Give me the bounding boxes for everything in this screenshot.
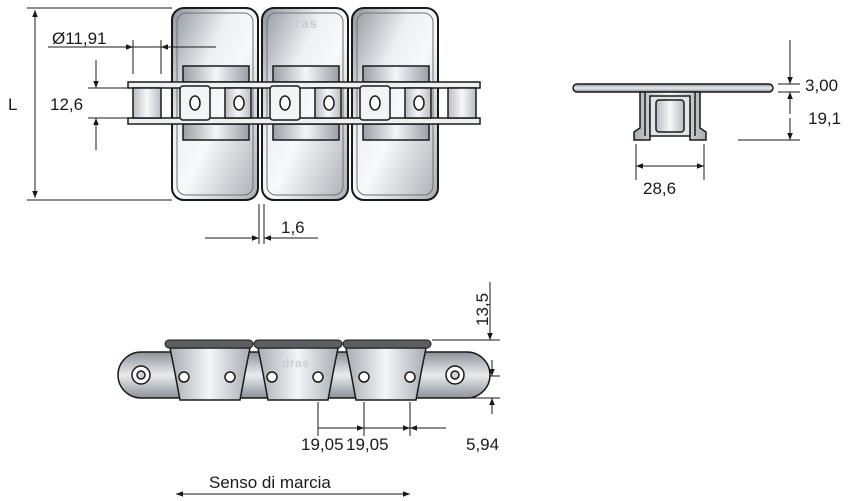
dim-gap-lines [205, 204, 318, 244]
end-view [572, 40, 800, 180]
side-view-logo: dras [282, 356, 310, 370]
side-pins [178, 371, 416, 383]
dim-length-lines [27, 7, 172, 201]
dim-top-label: 13,5 [473, 292, 492, 326]
dim-pin-height-lines [88, 60, 130, 150]
dim-diameter-lines [48, 40, 216, 74]
top-plate-1 [171, 7, 259, 201]
dim-thickness-label: 3,00 [805, 76, 839, 95]
dim-length-label: L [8, 95, 18, 114]
side-top-rubber [164, 339, 432, 349]
side-shoes [169, 347, 427, 401]
top-chain-rails [127, 81, 481, 125]
dim-pin-height-label: 12,6 [50, 95, 84, 114]
direction-label: Senso di marcia [209, 473, 331, 492]
end-top-plate [572, 83, 774, 93]
side-dim-lines [317, 282, 500, 436]
dim-height-label: 19,1 [808, 109, 842, 128]
dim-offset-label: 5,94 [466, 435, 500, 454]
top-view [27, 7, 481, 244]
top-plate-2 [261, 7, 349, 201]
end-chain-body [633, 91, 707, 141]
dim-pitch-1-label: 19,05 [301, 435, 344, 454]
top-view-logo: dras [286, 15, 318, 31]
dim-pitch-2-label: 19,05 [346, 435, 389, 454]
top-pins [189, 95, 425, 111]
top-attachment-bars [182, 65, 430, 141]
top-rollers [132, 87, 477, 119]
dim-gap-label: 1,6 [281, 218, 305, 237]
side-end-eyes [131, 365, 465, 385]
top-plate-3 [351, 7, 439, 201]
side-view [117, 282, 500, 497]
end-dim-lines [635, 40, 800, 180]
dim-diameter-label: Ø11,91 [52, 29, 107, 48]
dim-width-label: 28,6 [643, 179, 677, 198]
